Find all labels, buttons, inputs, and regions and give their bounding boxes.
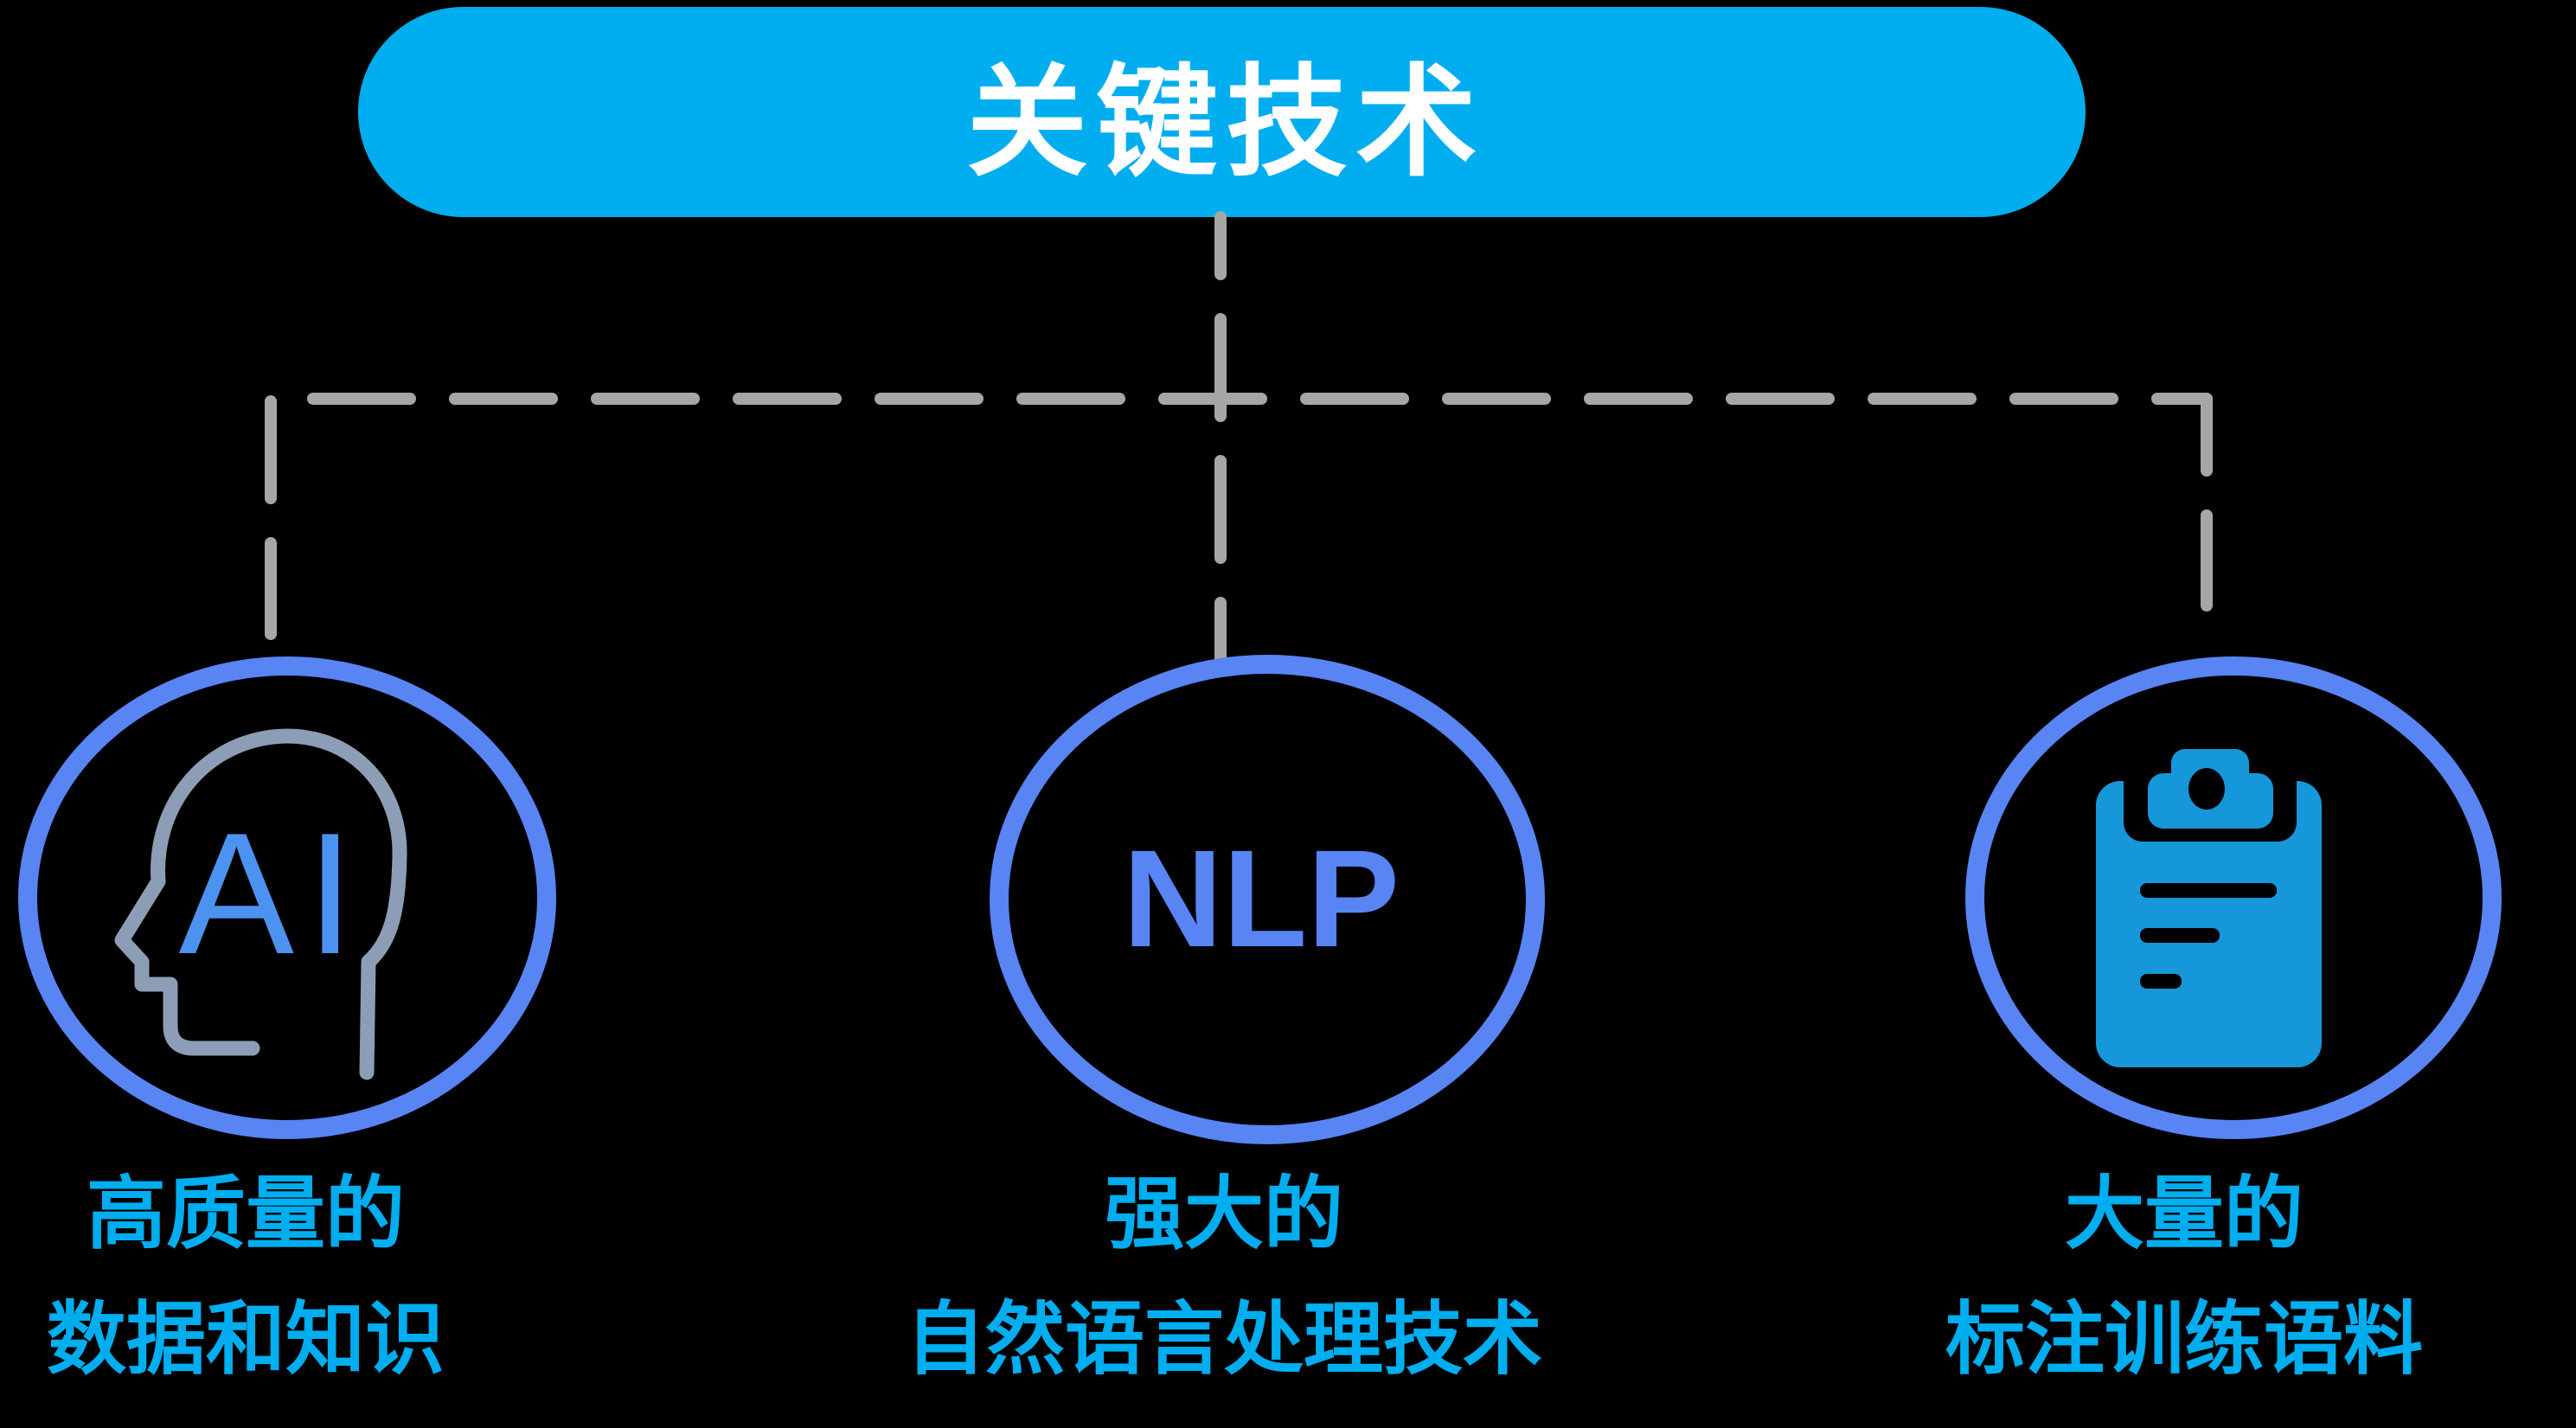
node-corpus-circle (1965, 656, 2502, 1139)
node-ring (1965, 656, 2502, 1139)
title-banner: 关键技术 (358, 7, 2086, 217)
node-label-line: 自然语言处理技术 (905, 1296, 1543, 1384)
node-ring (990, 655, 1545, 1144)
ai-icon-text: AI (179, 797, 367, 990)
node-nlp-circle: NLP (990, 655, 1545, 1144)
node-ai-circle: AI (18, 656, 556, 1139)
node-label-line: 数据和知识 (46, 1296, 445, 1384)
page-title: 关键技术 (966, 54, 1486, 190)
node-ring (18, 656, 556, 1139)
ai-head-icon: AI (114, 728, 407, 1080)
node-label-line: 大量的 (2064, 1170, 2304, 1258)
node-label-line: 强大的 (1104, 1170, 1344, 1258)
node-label-line: 标注训练语料 (1945, 1296, 2424, 1384)
nlp-circle-text: NLP (1123, 821, 1400, 976)
node-label-line: 高质量的 (86, 1170, 406, 1258)
clipboard-icon (2096, 749, 2322, 1067)
